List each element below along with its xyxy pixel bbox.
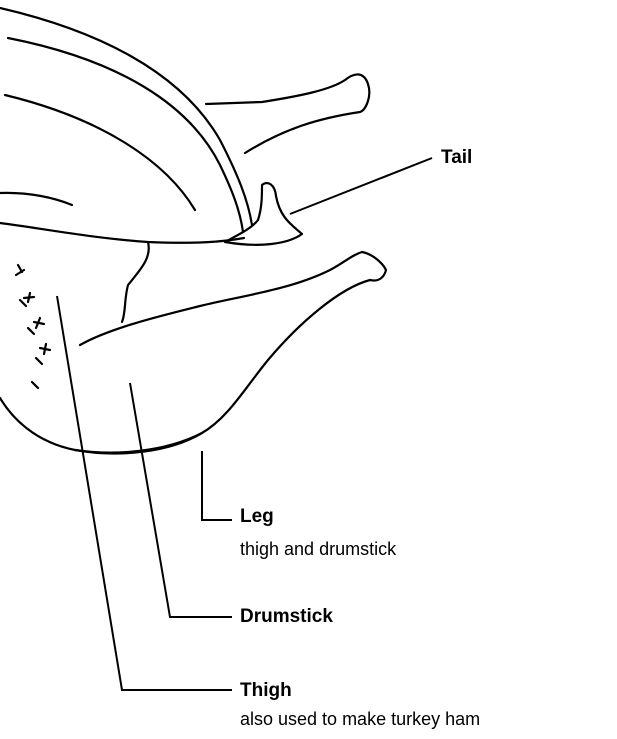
wing-bone: [206, 74, 369, 153]
back-crease: [5, 95, 195, 210]
thigh-leader: [57, 296, 232, 690]
leg-label: Leg: [240, 506, 274, 528]
lower-body-outline: [0, 398, 202, 453]
feather-ticks: [16, 265, 50, 388]
leg-leader: [202, 451, 232, 520]
tail-label: Tail: [441, 147, 472, 169]
back-inner-line: [8, 38, 243, 232]
tail-leader: [290, 158, 432, 214]
flank-line-1: [0, 193, 72, 205]
drumstick-label: Drumstick: [240, 606, 333, 628]
drumstick-leader: [130, 383, 232, 617]
flank-line-2: [0, 223, 244, 243]
thigh-contour: [122, 242, 149, 322]
back-outline: [0, 8, 252, 225]
thigh-label: Thigh: [240, 680, 292, 702]
leg-note: thigh and drumstick: [240, 539, 396, 560]
drumstick-shape: [75, 252, 386, 453]
thigh-note: also used to make turkey ham: [240, 709, 480, 730]
